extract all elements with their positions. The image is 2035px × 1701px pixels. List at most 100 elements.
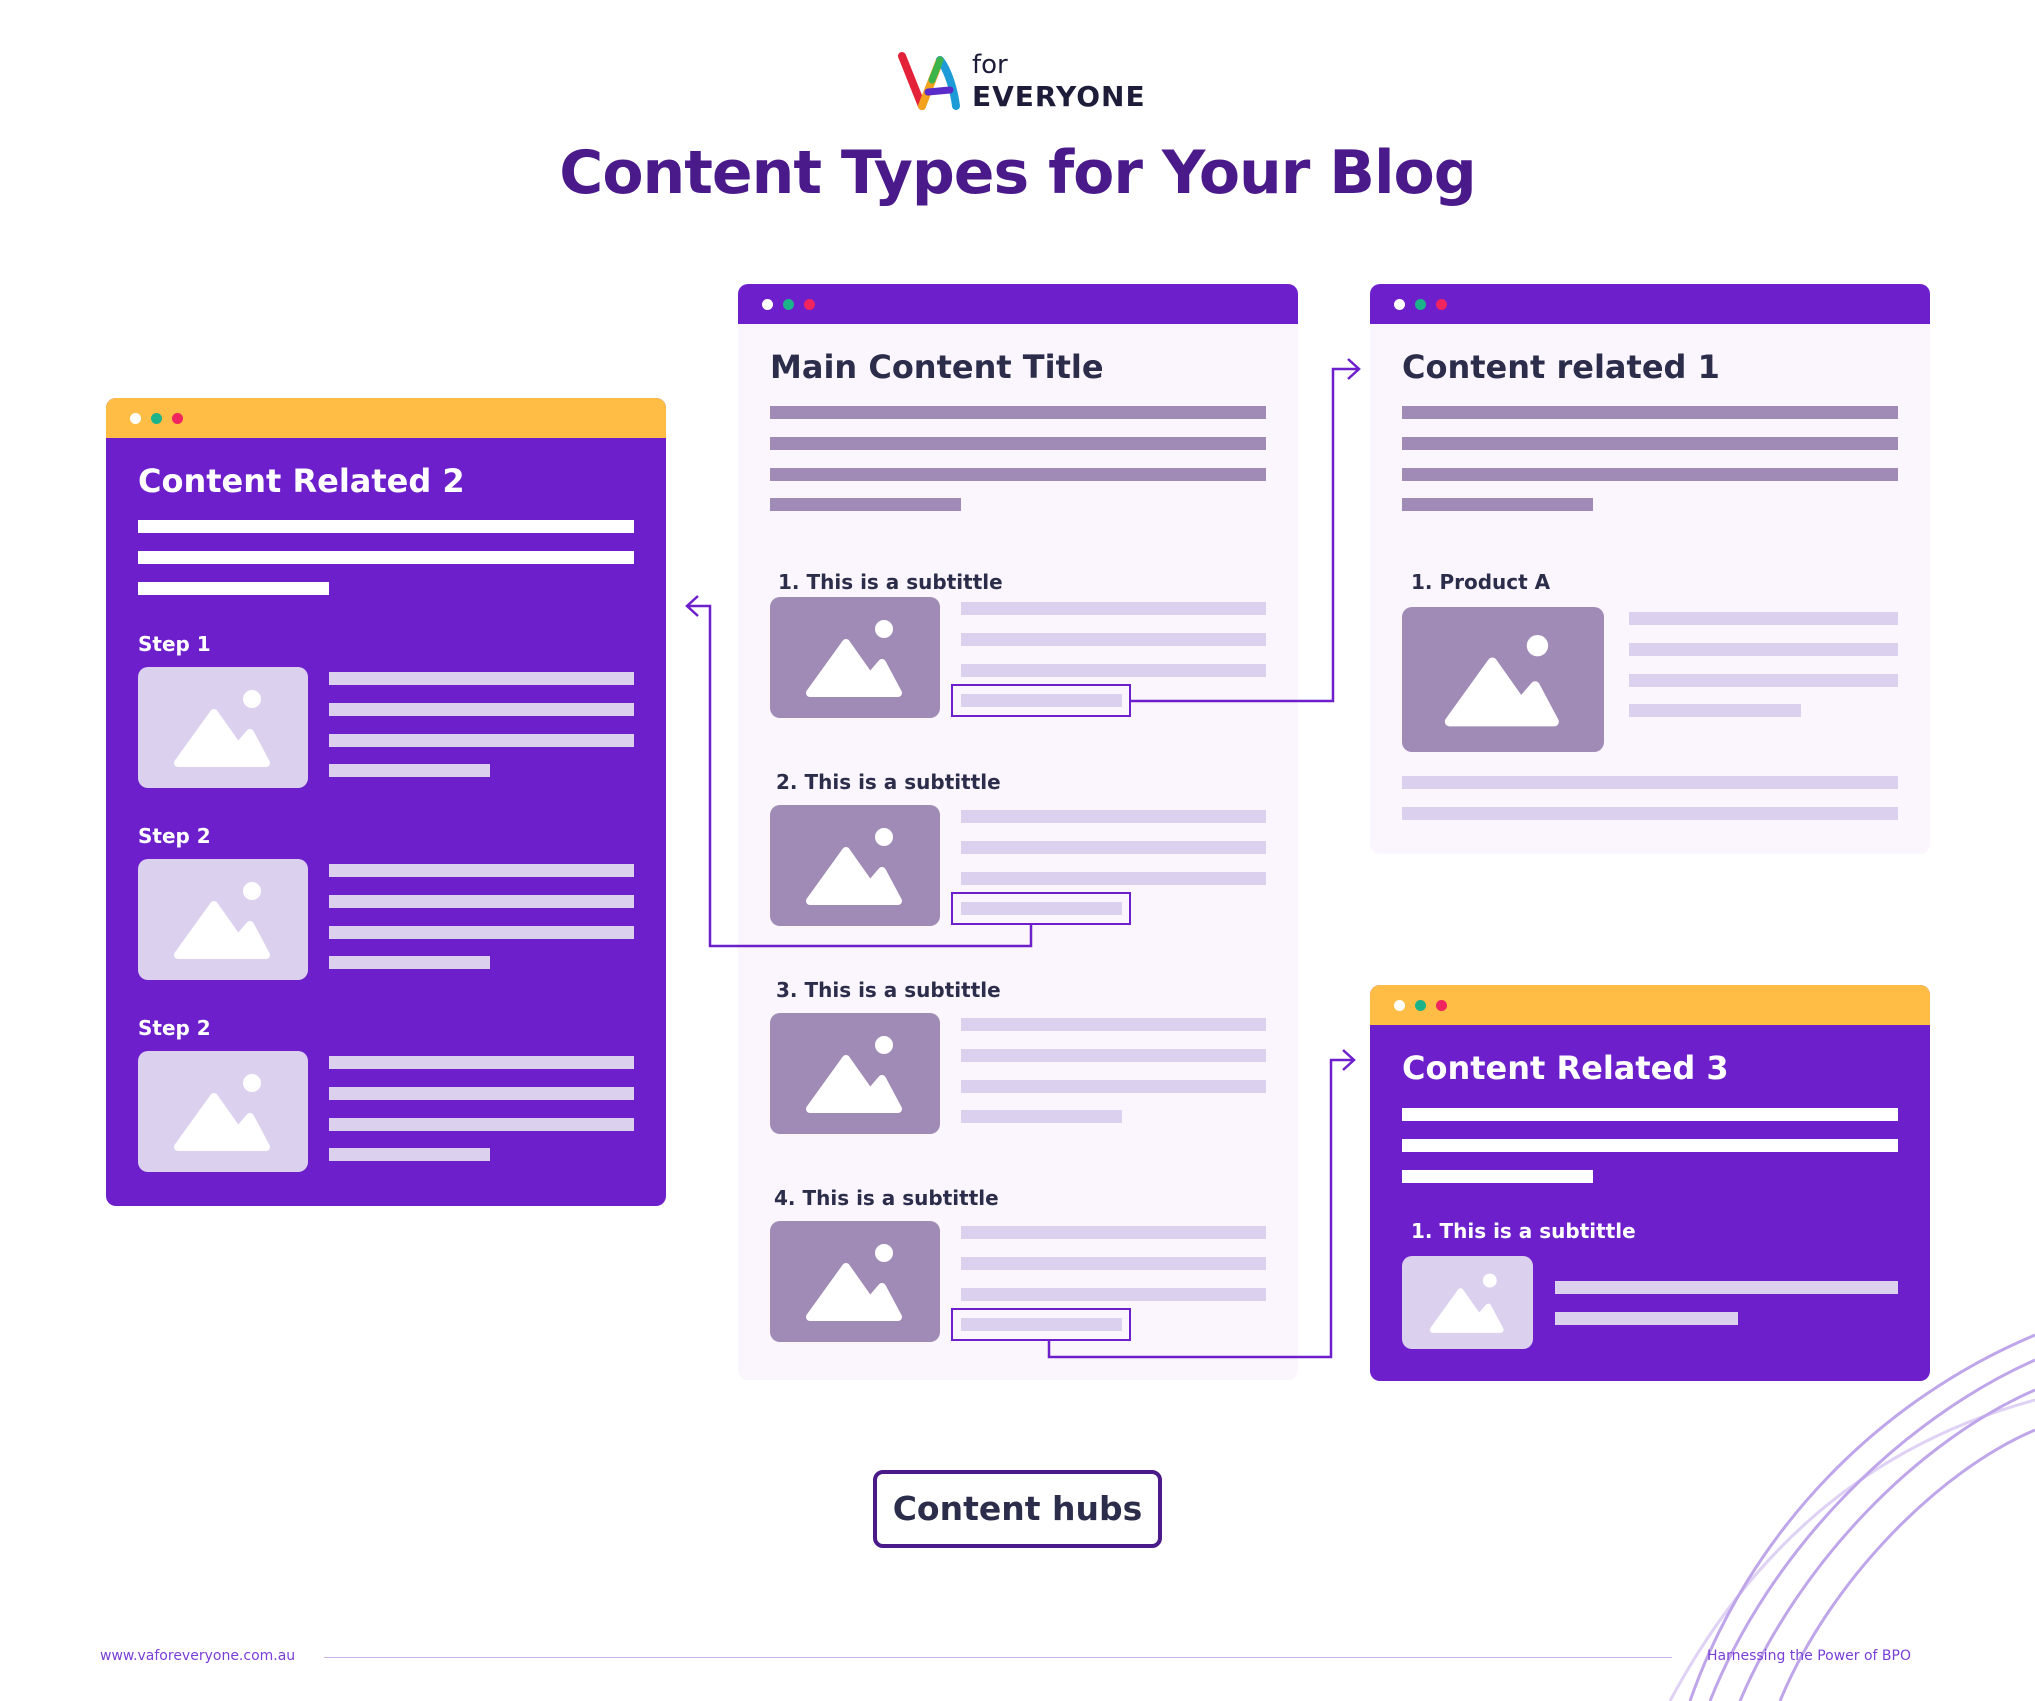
text-line — [1555, 1312, 1738, 1325]
window-dot-white — [1394, 299, 1405, 310]
window-dot-green — [151, 413, 162, 424]
text-line — [1402, 1170, 1593, 1183]
text-line — [1402, 1139, 1898, 1152]
footer-tagline: Harnessing the Power of BPO — [1706, 1648, 1911, 1664]
window-dot-red — [1436, 1000, 1447, 1011]
window-dot-green — [783, 299, 794, 310]
image-placeholder — [1402, 1256, 1533, 1349]
text-line — [770, 437, 1266, 450]
window-dot-red — [804, 299, 815, 310]
text-line — [1629, 674, 1898, 687]
link-highlight[interactable] — [951, 1308, 1131, 1341]
image-icon — [1444, 634, 1559, 727]
image-placeholder — [138, 1051, 308, 1172]
decorative-arcs — [1668, 1333, 2035, 1701]
section-subtitle: 1. This is a subtittle — [1411, 1219, 1636, 1243]
link-highlight[interactable] — [951, 892, 1131, 925]
text-line — [329, 1148, 490, 1161]
window-title: Content Related 3 — [1402, 1049, 1729, 1087]
window-dot-red — [1436, 299, 1447, 310]
image-icon — [174, 690, 270, 767]
window-titlebar — [106, 398, 666, 438]
text-line — [138, 551, 634, 564]
link-highlight[interactable] — [951, 684, 1131, 717]
text-line — [770, 468, 1266, 481]
image-placeholder — [138, 859, 308, 980]
image-icon — [806, 828, 902, 905]
text-line — [329, 1056, 634, 1069]
arrow-to-related-1 — [1131, 367, 1358, 703]
image-placeholder — [1402, 607, 1604, 752]
image-placeholder — [138, 667, 308, 788]
arrow-to-related-3 — [1047, 1058, 1353, 1359]
step-label: Step 1 — [138, 632, 211, 656]
text-line — [770, 406, 1266, 419]
step-label: Step 2 — [138, 824, 211, 848]
image-icon — [806, 1244, 902, 1321]
image-placeholder — [770, 805, 940, 926]
window-titlebar — [738, 284, 1298, 324]
brand-logo: for EVERYONE — [898, 50, 1145, 114]
text-line — [329, 734, 634, 747]
window-dot-red — [172, 413, 183, 424]
text-line — [961, 1226, 1266, 1239]
image-icon — [1429, 1273, 1504, 1333]
window-dot-green — [1415, 299, 1426, 310]
content-hubs-label: Content hubs — [892, 1489, 1143, 1528]
text-line — [1402, 406, 1898, 419]
window-title: Main Content Title — [770, 348, 1104, 386]
footer-divider — [324, 1657, 1672, 1658]
text-line — [1402, 437, 1898, 450]
text-line — [1629, 612, 1898, 625]
image-placeholder — [770, 1013, 940, 1134]
arrow-to-related-2 — [688, 604, 1033, 948]
text-line — [961, 810, 1266, 823]
window-dot-green — [1415, 1000, 1426, 1011]
text-line — [329, 864, 634, 877]
text-line — [961, 664, 1266, 677]
window-content-related-2: Content Related 2 Step 1 Step 2 Step 2 — [106, 398, 666, 1206]
text-line — [1629, 704, 1801, 717]
image-icon — [806, 620, 902, 697]
text-line — [1629, 643, 1898, 656]
image-placeholder — [770, 597, 940, 718]
text-line — [1402, 1108, 1898, 1121]
text-line — [138, 582, 329, 595]
text-line — [961, 872, 1266, 885]
image-icon — [806, 1036, 902, 1113]
product-subtitle: 1. Product A — [1411, 570, 1551, 594]
footer-url[interactable]: www.vaforeveryone.com.au — [100, 1648, 296, 1664]
window-titlebar — [1370, 985, 1930, 1025]
text-line — [329, 1118, 634, 1131]
text-line — [1402, 498, 1593, 511]
text-line — [961, 1288, 1266, 1301]
section-subtitle: 2. This is a subtittle — [776, 770, 1001, 794]
window-titlebar — [1370, 284, 1930, 324]
text-line-link — [961, 902, 1122, 915]
text-line-link — [961, 694, 1122, 707]
section-subtitle: 3. This is a subtittle — [776, 978, 1001, 1002]
text-line — [1402, 776, 1898, 789]
step-label: Step 2 — [138, 1016, 211, 1040]
text-line — [1402, 807, 1898, 820]
text-line — [329, 764, 490, 777]
text-line — [961, 633, 1266, 646]
logo-text-everyone: EVERYONE — [972, 80, 1146, 113]
image-icon — [174, 1074, 270, 1151]
text-line — [329, 703, 634, 716]
window-title: Content Related 2 — [138, 462, 465, 500]
window-title: Content related 1 — [1402, 348, 1720, 386]
text-line — [138, 520, 634, 533]
section-subtitle: 4. This is a subtittle — [774, 1186, 999, 1210]
text-line — [961, 1110, 1122, 1123]
section-subtitle: 1. This is a subtittle — [778, 570, 1003, 594]
image-icon — [174, 882, 270, 959]
window-dot-white — [130, 413, 141, 424]
text-line — [961, 1018, 1266, 1031]
window-dot-white — [1394, 1000, 1405, 1011]
text-line — [1555, 1281, 1898, 1294]
text-line — [770, 498, 961, 511]
image-placeholder — [770, 1221, 940, 1342]
text-line-link — [961, 1318, 1122, 1331]
